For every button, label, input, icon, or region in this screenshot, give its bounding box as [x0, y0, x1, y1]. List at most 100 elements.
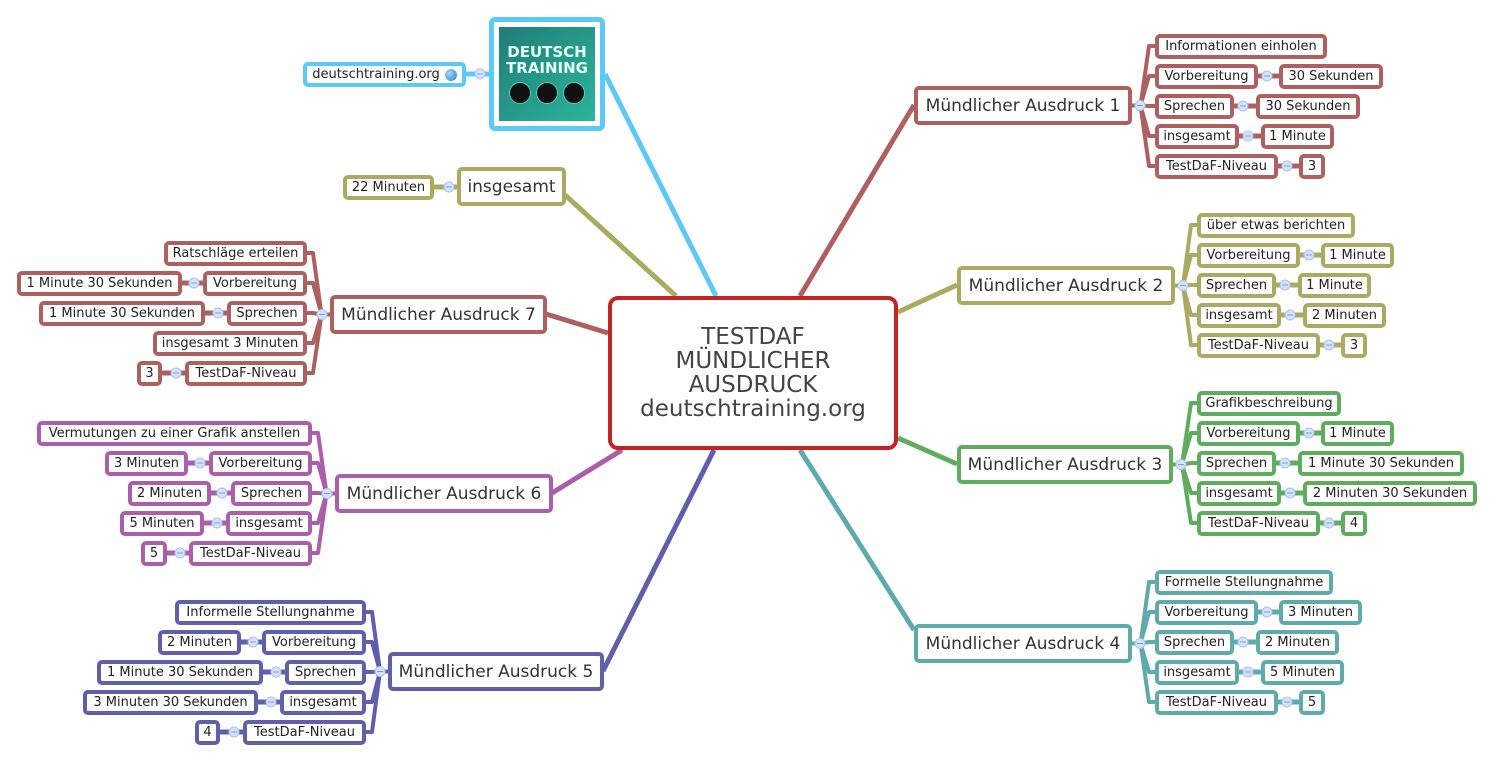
branch-3-value[interactable]: 1 Minute: [1321, 421, 1394, 446]
branch-6-value[interactable]: 5: [141, 541, 167, 566]
branch-7-child[interactable]: Ratschläge erteilen: [164, 241, 307, 266]
branch-4-value[interactable]: 2 Minuten: [1256, 630, 1339, 655]
branch-3-child-label: Sprechen: [1205, 456, 1268, 471]
website-link[interactable]: deutschtraining.org: [312, 67, 440, 82]
branch-5-value-label: 3 Minuten 30 Sekunden: [93, 695, 248, 710]
branch-5-value[interactable]: 2 Minuten: [158, 630, 241, 655]
branch-1-value[interactable]: 30 Sekunden: [1279, 64, 1383, 89]
branch-4-value[interactable]: 3 Minuten: [1279, 600, 1362, 625]
branch-2-child[interactable]: TestDaF-Niveau: [1197, 333, 1320, 358]
branch-5-child-label: Informelle Stellungnahme: [186, 605, 355, 620]
branch-3-value[interactable]: 1 Minute 30 Sekunden: [1298, 451, 1464, 476]
branch-5-child-label: TestDaF-Niveau: [254, 725, 355, 740]
branch-5-child[interactable]: Vorbereitung: [262, 630, 366, 655]
branch-4-child[interactable]: Formelle Stellungnahme: [1155, 570, 1333, 595]
branch-2-child[interactable]: insgesamt: [1197, 303, 1281, 328]
branch-node-6[interactable]: Mündlicher Ausdruck 6: [335, 474, 553, 513]
branch-7-child[interactable]: Vorbereitung: [203, 271, 307, 296]
branch-7-child-label: TestDaF-Niveau: [195, 366, 297, 381]
branch-7-value[interactable]: 1 Minute 30 Sekunden: [17, 271, 182, 296]
branch-2-child[interactable]: Vorbereitung: [1197, 243, 1300, 268]
branch-6-child-label: Vorbereitung: [218, 456, 303, 471]
branch-6-value[interactable]: 3 Minuten: [105, 451, 188, 476]
branch-4-value-label: 3 Minuten: [1287, 605, 1354, 620]
branch-node-1[interactable]: Mündlicher Ausdruck 1: [914, 86, 1132, 125]
branch-4-child[interactable]: Sprechen: [1155, 630, 1234, 655]
branch-2-child[interactable]: Sprechen: [1197, 273, 1276, 298]
edge-total: [563, 193, 678, 298]
total-node[interactable]: insgesamt: [457, 167, 566, 206]
branch-6-child[interactable]: Vorbereitung: [209, 451, 312, 476]
branch-5-child[interactable]: TestDaF-Niveau: [243, 720, 366, 745]
branch-3-value[interactable]: 4: [1341, 511, 1367, 536]
central-topic[interactable]: TESTDAF MÜNDLICHER AUSDRUCK deutschtrain…: [608, 296, 898, 450]
branch-4-value[interactable]: 5 Minuten: [1261, 660, 1344, 685]
branch-1-child[interactable]: insgesamt: [1155, 124, 1239, 149]
branch-1-child[interactable]: Sprechen: [1155, 94, 1234, 119]
branch-3-child[interactable]: Vorbereitung: [1197, 421, 1300, 446]
branch-4-value-label: 2 Minuten: [1264, 635, 1331, 650]
branch-5-value-label: 2 Minuten: [166, 635, 233, 650]
branch-7-child[interactable]: Sprechen: [227, 301, 307, 326]
branch-6-child[interactable]: Sprechen: [231, 481, 312, 506]
branch-node-2[interactable]: Mündlicher Ausdruck 2: [957, 266, 1175, 305]
branch-5-value[interactable]: 1 Minute 30 Sekunden: [97, 660, 263, 685]
branch-2-value[interactable]: 1 Minute: [1298, 273, 1371, 298]
branch-2-value[interactable]: 1 Minute: [1321, 243, 1394, 268]
branch-3-child[interactable]: Grafikbeschreibung: [1197, 391, 1341, 416]
branch-3-child-label: TestDaF-Niveau: [1208, 516, 1309, 531]
branch-5-child[interactable]: Sprechen: [285, 660, 366, 685]
branch-1-child[interactable]: Vorbereitung: [1155, 64, 1258, 89]
branch-1-value[interactable]: 30 Sekunden: [1256, 94, 1360, 119]
branch-7-child[interactable]: TestDaF-Niveau: [185, 361, 307, 386]
branch-6-child[interactable]: Vermutungen zu einer Grafik anstellen: [37, 421, 312, 446]
total-value-node[interactable]: 22 Minuten: [343, 175, 434, 200]
branch-5-child[interactable]: Informelle Stellungnahme: [175, 600, 366, 625]
branch-6-child[interactable]: insgesamt: [226, 511, 312, 536]
branch-5-child-label: Vorbereitung: [272, 635, 356, 650]
branch-4-child-label: Sprechen: [1163, 635, 1226, 650]
edge-branch-3: [896, 435, 959, 467]
center-line: MÜNDLICHER: [675, 348, 831, 374]
center-line: AUSDRUCK: [688, 372, 818, 398]
branch-7-value[interactable]: 3: [137, 361, 162, 386]
branch-4-child[interactable]: insgesamt: [1155, 660, 1239, 685]
branch-node-7[interactable]: Mündlicher Ausdruck 7: [330, 295, 547, 334]
branch-4-child[interactable]: TestDaF-Niveau: [1155, 690, 1278, 715]
people-badge-icon: [563, 82, 585, 104]
branch-node-5[interactable]: Mündlicher Ausdruck 5: [388, 652, 604, 691]
branch-5-value[interactable]: 4: [195, 720, 220, 745]
branch-6-value[interactable]: 2 Minuten: [128, 481, 211, 506]
branch-3-child[interactable]: insgesamt: [1197, 481, 1281, 506]
branch-3-value[interactable]: 2 Minuten 30 Sekunden: [1303, 481, 1477, 506]
branch-4-value[interactable]: 5: [1299, 690, 1325, 715]
edge-branch-4: [797, 448, 917, 632]
branch-7-child-label: Ratschläge erteilen: [172, 246, 299, 261]
branch-node-1-label: Mündlicher Ausdruck 1: [925, 95, 1121, 116]
branch-4-child[interactable]: Vorbereitung: [1155, 600, 1258, 625]
branch-5-child[interactable]: insgesamt: [280, 690, 366, 715]
branch-1-value[interactable]: 1 Minute: [1261, 124, 1334, 149]
branch-1-value[interactable]: 3: [1299, 154, 1325, 179]
branch-5-child-label: insgesamt: [289, 695, 357, 710]
branch-6-child[interactable]: TestDaF-Niveau: [189, 541, 312, 566]
website-link-node[interactable]: deutschtraining.org: [303, 62, 466, 87]
branch-3-child[interactable]: TestDaF-Niveau: [1197, 511, 1320, 536]
level-badge-icon: [509, 82, 531, 104]
branch-1-child[interactable]: TestDaF-Niveau: [1155, 154, 1278, 179]
branch-1-child[interactable]: Informationen einholen: [1155, 34, 1327, 59]
branch-3-child[interactable]: Sprechen: [1197, 451, 1276, 476]
branch-node-4[interactable]: Mündlicher Ausdruck 4: [914, 624, 1132, 663]
branch-7-value[interactable]: 1 Minute 30 Sekunden: [39, 301, 205, 326]
branch-node-3[interactable]: Mündlicher Ausdruck 3: [957, 445, 1173, 484]
branch-7-child[interactable]: insgesamt 3 Minuten: [153, 331, 307, 356]
branch-2-child[interactable]: über etwas berichten: [1197, 213, 1355, 238]
center-line: TESTDAF: [701, 324, 805, 350]
branch-2-value[interactable]: 3: [1341, 333, 1367, 358]
branch-2-value[interactable]: 2 Minuten: [1303, 303, 1386, 328]
branch-5-value[interactable]: 3 Minuten 30 Sekunden: [83, 690, 258, 715]
branch-node-7-label: Mündlicher Ausdruck 7: [341, 304, 536, 325]
branch-6-value[interactable]: 5 Minuten: [120, 511, 204, 536]
